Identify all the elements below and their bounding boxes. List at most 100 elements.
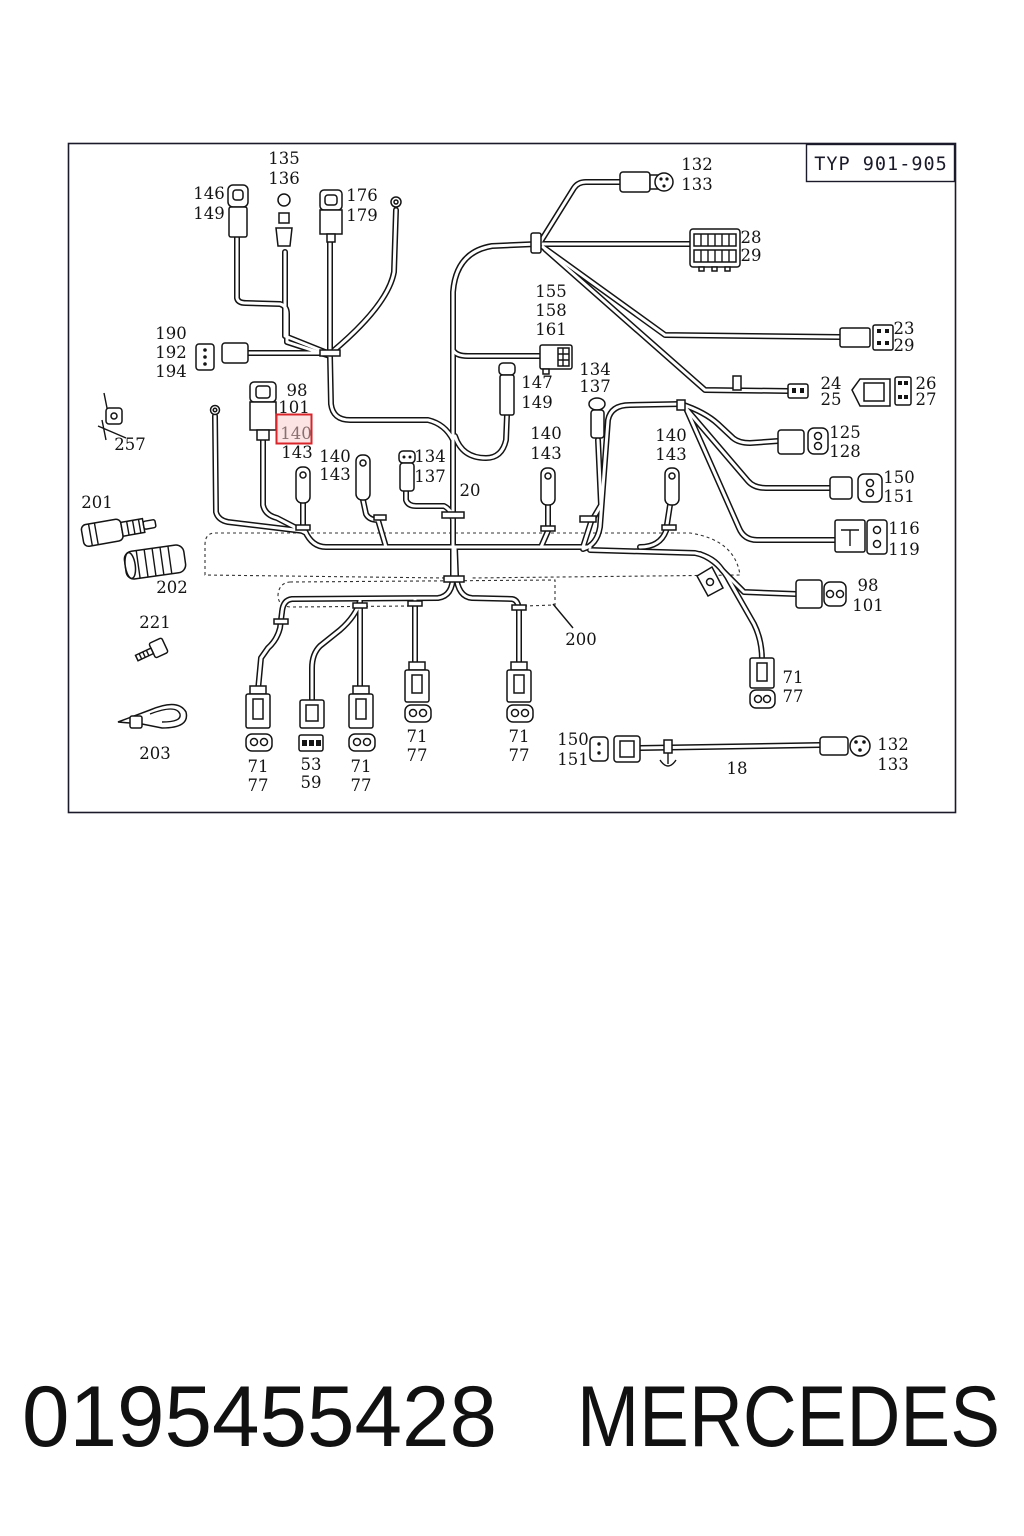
callout-202: 202 (156, 578, 188, 597)
callout-number: 23 (894, 319, 915, 338)
callout-18: 18 (727, 759, 748, 778)
callout-number: 135 (268, 149, 300, 168)
connector-150-151-right (829, 473, 883, 503)
callout-number: 59 (301, 773, 322, 792)
callout-number: 143 (530, 444, 562, 463)
callout-number: 134 (414, 447, 446, 466)
connector-71-77-right (749, 657, 776, 709)
callout-number: 194 (155, 362, 187, 381)
callout-number: 27 (916, 390, 937, 409)
callout-number: 147 (521, 373, 553, 392)
callout-number: 134 (579, 360, 611, 379)
callout-number: 29 (894, 336, 915, 355)
callout-number: 71 (509, 727, 530, 746)
callout-number: 150 (557, 730, 589, 749)
callout-203: 203 (139, 744, 171, 763)
connector-132-133-top (619, 171, 674, 193)
part-257-clip (97, 392, 127, 441)
connector-146-149 (227, 184, 249, 238)
ring-terminal-left (209, 404, 221, 416)
callout-number: 71 (248, 757, 269, 776)
type-box: TYP 901-905 (805, 143, 956, 183)
connector-125-128 (777, 427, 829, 455)
connector-140-143-b (355, 454, 371, 501)
connector-71-77-c (404, 661, 432, 723)
callout-number: 71 (351, 757, 372, 776)
callout-number: 133 (681, 175, 713, 194)
callout-201: 201 (81, 493, 113, 512)
connector-134-137-right (588, 397, 606, 439)
connector-23-29 (839, 324, 894, 351)
ring-terminal-top (390, 196, 402, 208)
callout-number: 140 (655, 426, 687, 445)
callout-number: 179 (346, 206, 378, 225)
callout-number: 140 (530, 424, 562, 443)
callout-number: 146 (193, 184, 225, 203)
callout-number: 133 (877, 755, 909, 774)
connector-176-179 (319, 189, 343, 243)
callout-number: 257 (114, 435, 146, 454)
connector-28-29 (689, 228, 741, 272)
part-201-sensor (80, 517, 157, 548)
connector-98-101-left (249, 381, 277, 441)
part-221-bolt (134, 637, 169, 662)
callout-number: 53 (301, 755, 322, 774)
connector-190-192-194 (195, 342, 249, 371)
callout-number: 77 (407, 746, 428, 765)
callout-number: 28 (741, 228, 762, 247)
connector-140-143-c (540, 467, 556, 506)
brand-name: MERCEDES (577, 1369, 1000, 1465)
diagram: TYP 901-905 (67, 142, 957, 814)
callout-200: 200 (565, 630, 597, 649)
dashed-outlines (204, 532, 741, 629)
connector-24-25 (787, 383, 809, 399)
callout-number: 136 (268, 169, 300, 188)
callout-number: 77 (783, 687, 804, 706)
callout-number: 77 (509, 746, 530, 765)
connector-26-27 (851, 376, 912, 407)
callout-number: 137 (579, 377, 611, 396)
callout-number: 71 (783, 668, 804, 687)
connector-135-136 (275, 193, 293, 247)
type-label: TYP 901-905 (814, 154, 948, 175)
callout-number: 143 (281, 443, 313, 462)
callout-number: 20 (460, 481, 481, 500)
callout-number: 26 (916, 374, 937, 393)
callout-number: 137 (414, 467, 446, 486)
highlight-box (275, 413, 313, 445)
callout-257: 257 (114, 435, 146, 454)
connector-155-158-161 (539, 344, 573, 375)
callout-number-highlighted: 140 (280, 424, 312, 443)
connector-98-101-right (795, 579, 847, 609)
callout-number: 132 (877, 735, 909, 754)
footer: 0195455428 MERCEDES (22, 1369, 1000, 1465)
callout-number: 77 (351, 776, 372, 795)
callout-number: 149 (193, 204, 225, 223)
part-202-sleeve (123, 544, 187, 580)
callout-number: 119 (888, 540, 920, 559)
callout-number: 151 (883, 487, 915, 506)
connector-140-143-d (664, 467, 680, 506)
connector-53-59 (298, 699, 325, 752)
